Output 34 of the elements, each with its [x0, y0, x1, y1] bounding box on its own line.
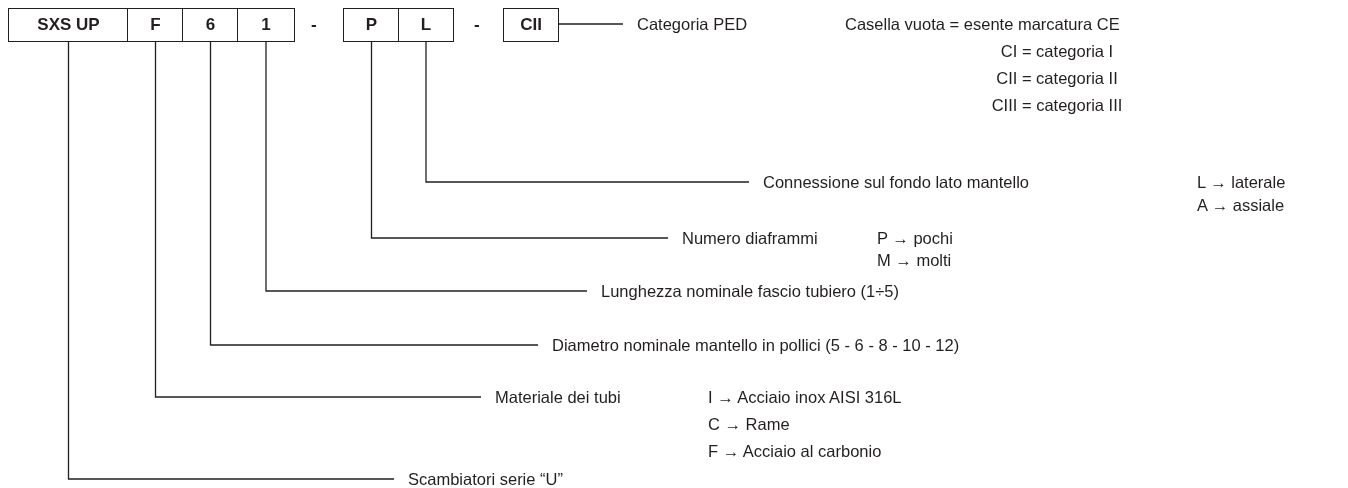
leader-line — [154, 41, 482, 398]
option-text: M → molti — [877, 250, 952, 270]
option-text: CII = categoria II — [995, 68, 1119, 88]
description-text: Lunghezza nominale fascio tubiero (1÷5) — [601, 281, 899, 301]
description-text: Diametro nominale mantello in pollici (5 - 6 - 8 - 10 - 12) — [552, 335, 960, 355]
code-box: 1 — [237, 8, 295, 42]
description-text: Connessione sul fondo lato mantello — [763, 172, 1029, 192]
leader-line — [265, 41, 588, 292]
description-text: Materiale dei tubi — [495, 387, 621, 407]
option-text: C → Rame — [708, 414, 790, 434]
leader-line — [425, 41, 750, 183]
separator-dash: - — [311, 14, 317, 36]
code-box: F — [127, 8, 184, 42]
code-box: L — [398, 8, 454, 42]
description-text: Numero diaframmi — [682, 228, 818, 248]
code-box: CII — [503, 8, 559, 42]
description-text: Scambiatori serie “U” — [408, 469, 563, 488]
code-box: 6 — [182, 8, 239, 42]
separator-dash: - — [474, 14, 480, 36]
option-text: CI = categoria I — [999, 41, 1115, 61]
leader-line — [209, 41, 539, 346]
description-text: Categoria PED — [637, 14, 748, 34]
option-text: A → assiale — [1197, 195, 1285, 215]
code-box: SXS UP — [8, 8, 129, 42]
code-box: P — [343, 8, 400, 42]
option-text: F → Acciaio al carbonio — [708, 441, 882, 461]
leader-line — [67, 41, 395, 480]
leader-line — [370, 41, 669, 239]
option-text: P → pochi — [877, 228, 953, 248]
option-text: CIII = categoria III — [990, 95, 1124, 115]
option-text: L → laterale — [1197, 172, 1286, 192]
option-text: I → Acciaio inox AISI 316L — [708, 387, 902, 407]
leader-line — [558, 23, 624, 25]
option-text: Casella vuota = esente marcatura CE — [845, 14, 1120, 34]
